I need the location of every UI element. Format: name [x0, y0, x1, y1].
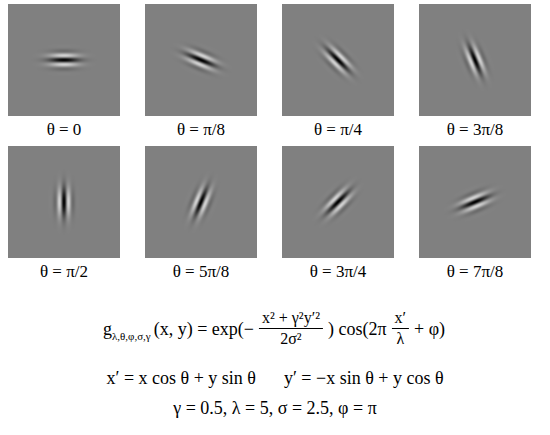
formula-fraction: x′λ [392, 309, 410, 349]
gabor-tile-ground [419, 4, 531, 116]
parameter-values: γ = 0.5, λ = 5, σ = 2.5, φ = π [173, 398, 376, 419]
angle-caption: θ = 3π/8 [447, 121, 504, 140]
angle-caption: θ = 5π/8 [173, 263, 230, 282]
gabor-kernel [8, 4, 120, 116]
gabor-tile-ground [8, 146, 120, 258]
coordinate-formula: x′ = x cos θ + y sin θ [106, 368, 255, 388]
gabor-kernel [145, 4, 257, 116]
gabor-tile-ground [8, 4, 120, 116]
angle-caption: θ = π/8 [177, 121, 225, 140]
angle-caption: θ = 3π/4 [310, 263, 367, 282]
formula-subscript: λ,θ,φ,σ,γ [112, 330, 151, 342]
formula-symbol: g [103, 319, 112, 339]
angle-caption: θ = π/4 [314, 121, 362, 140]
gabor-tile-ground [282, 4, 394, 116]
formula-text: + φ) [414, 319, 445, 339]
formula-part: ) cos(2π [328, 319, 387, 340]
fraction-numerator: x² + γ²y′² [259, 309, 323, 329]
fraction-denominator: λ [393, 329, 407, 348]
coordinate-formula: y′ = −x sin θ + y cos θ [284, 368, 444, 388]
gabor-kernel [282, 146, 394, 258]
gabor-tile-ground [145, 146, 257, 258]
gabor-tile-ground [145, 4, 257, 116]
formula-text: (x, y) = exp(− [154, 319, 254, 339]
formula-fraction: x² + γ²y′²2σ² [259, 309, 323, 349]
gabor-kernel [145, 146, 257, 258]
angle-caption: θ = 7π/8 [447, 263, 504, 282]
formula-part: (x, y) = exp(− [154, 319, 254, 340]
gabor-formula: gλ,θ,φ,σ,γ(x, y) = exp(−x² + γ²y′²2σ²) c… [103, 309, 447, 349]
gabor-tile-ground [282, 146, 394, 258]
formula-part: + φ) [414, 319, 445, 340]
gabor-kernel [419, 4, 531, 116]
coordinate-formulas: x′ = x cos θ + y sin θ y′ = −x sin θ + y … [106, 368, 443, 389]
gabor-tile-ground [419, 146, 531, 258]
gabor-kernel [282, 4, 394, 116]
gabor-kernel [8, 146, 120, 258]
fraction-numerator: x′ [392, 309, 410, 329]
fraction-denominator: 2σ² [277, 329, 304, 348]
angle-caption: θ = π/2 [40, 263, 88, 282]
gabor-kernel [419, 146, 531, 258]
angle-caption: θ = 0 [47, 121, 82, 140]
formula-text: ) cos(2π [328, 319, 387, 339]
formula-part: gλ,θ,φ,σ,γ [103, 319, 152, 340]
